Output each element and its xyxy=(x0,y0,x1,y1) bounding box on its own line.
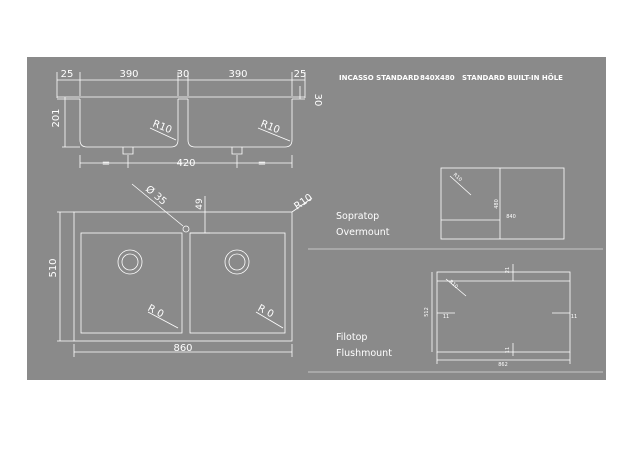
top-height: 510 xyxy=(48,258,59,277)
header-size: 840X480 xyxy=(420,74,455,82)
flushmount-radius: R10 xyxy=(448,279,459,290)
drawing-panel xyxy=(27,57,606,380)
side-equal-left: = xyxy=(102,158,110,169)
overmount-radius: R10 xyxy=(452,172,463,183)
overmount-height: 480 xyxy=(494,199,500,209)
flushmount-bottom-offset: 11 xyxy=(505,347,511,353)
overmount-label-line1: Sopratop xyxy=(336,211,379,222)
side-drain-spacing: 420 xyxy=(176,158,195,169)
side-dim-lip: 30 xyxy=(312,94,323,107)
top-width: 860 xyxy=(173,343,192,354)
overmount-drawing xyxy=(440,167,565,240)
top-inner-radius-left: R 0 xyxy=(146,303,166,320)
flushmount-drawing xyxy=(431,264,571,364)
flushmount-left-offset: 11 xyxy=(443,314,449,320)
side-radius-right: R10 xyxy=(259,119,281,137)
side-view xyxy=(56,72,306,168)
flushmount-top-offset: 21 xyxy=(505,267,511,273)
side-dim-390-right: 390 xyxy=(228,69,247,80)
side-equal-right: = xyxy=(258,158,266,169)
overmount-label-line2: Overmount xyxy=(336,227,390,238)
flushmount-label-line2: Flushmount xyxy=(336,348,392,359)
header-brand: INCASSO STANDARD xyxy=(339,74,419,82)
side-dim-25-right: 25 xyxy=(294,69,307,80)
side-dim-height: 201 xyxy=(51,108,62,127)
top-corner-radius: R10 xyxy=(292,192,314,212)
top-inner-radius-right: R 0 xyxy=(256,303,276,320)
top-divider: 49 xyxy=(195,198,205,210)
side-dim-30: 30 xyxy=(177,69,190,80)
side-dim-25-left: 25 xyxy=(61,69,74,80)
flushmount-width: 862 xyxy=(498,362,508,368)
flushmount-label-line1: Filotop xyxy=(336,332,367,343)
top-view xyxy=(57,183,313,357)
overmount-width: 840 xyxy=(506,214,516,220)
header-subtitle: STANDARD BUILT-IN HÖLE xyxy=(462,73,563,82)
side-dim-390-left: 390 xyxy=(119,69,138,80)
flushmount-height: 512 xyxy=(424,307,430,317)
flushmount-right-offset: 11 xyxy=(571,314,577,320)
